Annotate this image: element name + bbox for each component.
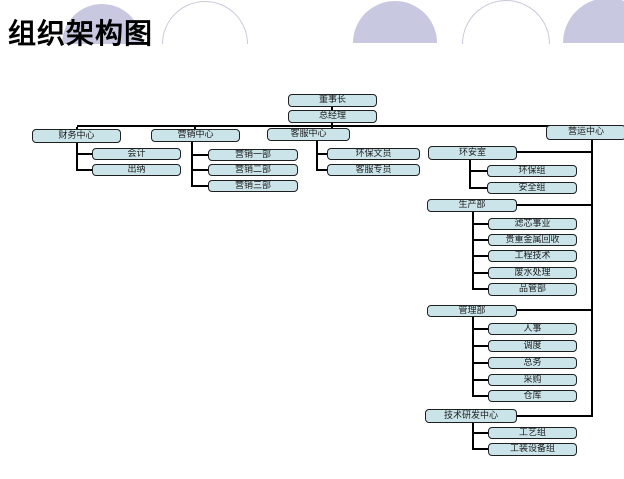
- cs-specialist-box: 客服专员: [327, 164, 420, 176]
- connector-line: [472, 223, 488, 225]
- connector-line: [517, 151, 591, 153]
- quality-dept-box: 品管部: [488, 283, 577, 296]
- connector-line: [472, 239, 488, 241]
- connector-line: [472, 255, 488, 257]
- general-manager-box: 总经理: [288, 110, 377, 123]
- connector-line: [472, 379, 488, 381]
- connector-line: [76, 143, 78, 171]
- page-title: 组织架构图: [8, 19, 154, 50]
- connector-line: [77, 125, 593, 127]
- marketing-center-box: 营销中心: [151, 129, 240, 142]
- connector-line: [591, 140, 593, 417]
- management-dept-box: 管理部: [427, 305, 517, 317]
- connector-line: [472, 432, 488, 434]
- connector-line: [331, 107, 333, 111]
- connector-line: [472, 212, 474, 290]
- connector-line: [469, 187, 487, 189]
- connector-line: [76, 153, 93, 155]
- operations-center-box: 营运中心: [546, 125, 624, 140]
- connector-line: [517, 204, 591, 206]
- general-affairs-box: 总务: [488, 357, 577, 369]
- connector-line: [472, 328, 488, 330]
- chairman-box: 董事长: [288, 94, 377, 107]
- env-safety-office-box: 环安室: [428, 146, 517, 160]
- hr-box: 人事: [488, 323, 577, 335]
- process-group-box: 工艺组: [488, 427, 577, 439]
- production-dept-box: 生产部: [427, 199, 517, 212]
- wastewater-treatment-box: 废水处理: [488, 267, 577, 279]
- connector-line: [191, 169, 209, 171]
- cashier-box: 出纳: [92, 164, 181, 176]
- connector-line: [194, 127, 196, 130]
- env-protection-clerk-box: 环保文员: [327, 148, 420, 160]
- filter-business-box: 滤芯事业: [488, 218, 577, 230]
- connector-line: [191, 142, 193, 187]
- connector-line: [76, 127, 78, 130]
- connector-line: [472, 423, 474, 450]
- warehouse-box: 仓库: [488, 390, 577, 402]
- connector-line: [191, 154, 209, 156]
- env-protection-group-box: 环保组: [487, 165, 577, 177]
- connector-line: [517, 415, 591, 417]
- dispatch-box: 调度: [488, 340, 577, 352]
- marketing-dept-3-box: 营销三部: [208, 180, 298, 192]
- connector-line: [472, 448, 488, 450]
- connector-line: [472, 317, 474, 397]
- connector-line: [191, 185, 209, 187]
- connector-line: [472, 362, 488, 364]
- connector-line: [517, 309, 591, 311]
- engineering-tech-box: 工程技术: [488, 250, 577, 262]
- connector-line: [316, 169, 328, 171]
- connector-line: [316, 141, 318, 171]
- finance-center-box: 财务中心: [32, 129, 121, 143]
- connector-line: [472, 272, 488, 274]
- tech-rd-center-box: 技术研发中心: [425, 409, 517, 423]
- safety-group-box: 安全组: [487, 182, 577, 194]
- connector-line: [472, 345, 488, 347]
- customer-service-center-box: 客服中心: [267, 128, 350, 141]
- precious-metal-recovery-box: 贵重金属回收: [488, 234, 577, 246]
- connector-line: [469, 170, 487, 172]
- procurement-box: 采购: [488, 374, 577, 386]
- connector-line: [472, 288, 488, 290]
- accounting-box: 会计: [92, 148, 181, 160]
- connector-line: [316, 153, 328, 155]
- tooling-equipment-group-box: 工装设备组: [488, 443, 577, 456]
- connector-line: [472, 395, 488, 397]
- connector-line: [76, 169, 93, 171]
- connector-line: [469, 160, 471, 189]
- marketing-dept-2-box: 营销二部: [208, 164, 298, 176]
- marketing-dept-1-box: 营销一部: [208, 149, 298, 161]
